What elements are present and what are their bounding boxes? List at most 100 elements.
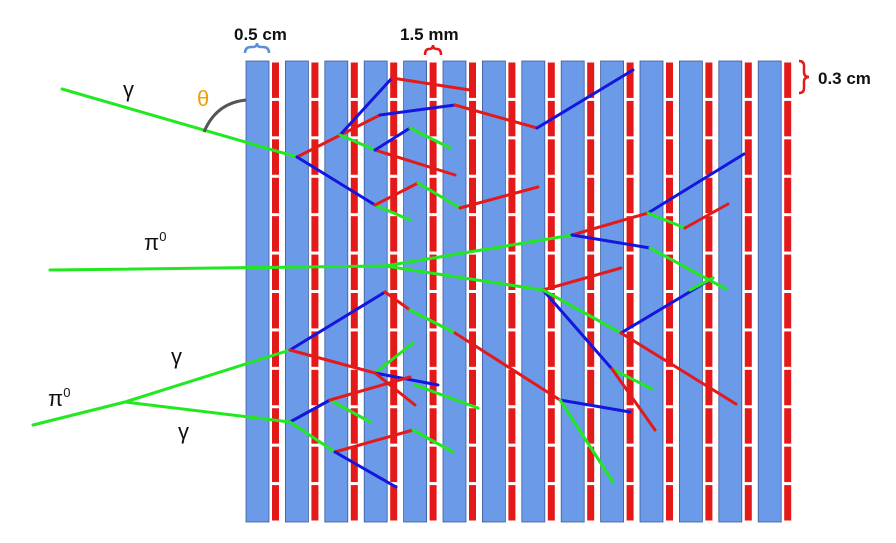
sensor-strip xyxy=(390,485,398,521)
absorber-plate xyxy=(284,60,309,523)
sensor-strip xyxy=(626,446,634,483)
sensor-strip xyxy=(626,485,634,521)
sensor-strip xyxy=(547,485,555,521)
plate-thickness-label: 0.5 cm xyxy=(234,25,287,44)
photon-track xyxy=(610,367,654,391)
sensor-strip xyxy=(508,446,516,483)
absorber-plate xyxy=(403,60,428,523)
theta-label: θ xyxy=(197,86,209,111)
sensor-strip xyxy=(469,100,476,137)
strip-length-brace xyxy=(798,59,810,95)
sensor-strip xyxy=(311,331,319,367)
sensor-strip xyxy=(626,216,634,252)
sensor-strip xyxy=(666,62,673,98)
sensor-strip xyxy=(429,485,437,521)
sensor-strip xyxy=(587,254,595,290)
sensor-strip xyxy=(469,293,476,329)
sensor-strip xyxy=(390,62,398,98)
photon-track xyxy=(413,383,480,410)
positron-track xyxy=(295,155,377,207)
sensor-strip xyxy=(705,293,713,329)
sensor-strip xyxy=(429,408,437,444)
sensor-strip xyxy=(429,331,437,367)
sensor-strip xyxy=(666,485,673,521)
photon-track xyxy=(648,246,728,291)
sensor-strip xyxy=(311,408,319,444)
sensor-strip xyxy=(705,62,713,98)
sensor-strip xyxy=(705,254,713,290)
sensor-strip xyxy=(626,177,634,214)
sensor-strip xyxy=(784,446,792,483)
sensor-strip xyxy=(626,331,634,367)
sensor-strip xyxy=(272,408,279,444)
sensor-strip xyxy=(469,139,476,175)
sensor-strip xyxy=(547,293,555,329)
sensor-strip xyxy=(508,216,516,252)
photon-track xyxy=(383,233,574,268)
sensor-strip xyxy=(390,293,398,329)
absorber-plate xyxy=(481,60,506,523)
sensor-strip xyxy=(587,100,595,137)
pi0-low-label: π0 xyxy=(48,385,70,411)
sensor-strip xyxy=(744,139,752,175)
photon-track xyxy=(373,341,415,375)
sensor-strip xyxy=(587,408,595,444)
sensor-strip xyxy=(311,139,319,175)
sensor-strip xyxy=(744,408,752,444)
sensor-strip xyxy=(272,485,279,521)
absorber-plate xyxy=(560,60,585,523)
sensor-strip xyxy=(272,139,279,175)
sensor-strip xyxy=(784,177,792,214)
sensor-strip xyxy=(666,331,673,367)
sensor-strip xyxy=(666,100,673,137)
sensor-strip xyxy=(429,62,437,98)
sensor-strip xyxy=(350,408,358,444)
positron-track xyxy=(338,76,394,137)
sensor-strip xyxy=(784,369,792,406)
sensor-strip xyxy=(744,177,752,214)
sensor-strip xyxy=(744,254,752,290)
strip-width-brace xyxy=(423,44,443,56)
photon-track xyxy=(373,203,412,222)
sensor-strip xyxy=(272,216,279,252)
absorber-plate xyxy=(718,60,743,523)
electron-track xyxy=(333,428,415,454)
sensor-strip xyxy=(272,446,279,483)
sensor-strip xyxy=(626,254,634,290)
photon-track xyxy=(48,264,387,272)
sensor-strip xyxy=(666,293,673,329)
positron-track xyxy=(288,290,387,352)
positron-track xyxy=(541,288,614,371)
sensor-strip xyxy=(350,216,358,252)
sensor-strip xyxy=(744,100,752,137)
sensor-strip xyxy=(784,216,792,252)
photon-track xyxy=(411,428,455,454)
positron-track xyxy=(535,68,635,130)
sensor-strip xyxy=(744,369,752,406)
sensor-strip xyxy=(311,62,319,98)
sensor-strip xyxy=(784,254,792,290)
electron-track xyxy=(453,103,539,130)
sensor-strip xyxy=(350,254,358,290)
sensor-strip xyxy=(666,408,673,444)
sensor-strip xyxy=(350,177,358,214)
sensor-strip xyxy=(744,485,752,521)
sensor-strip xyxy=(744,331,752,367)
positron-track xyxy=(558,398,632,414)
sensor-strip xyxy=(744,216,752,252)
positron-track xyxy=(373,126,412,152)
sensor-strip xyxy=(311,485,319,521)
sensor-strip xyxy=(744,446,752,483)
sensor-strip xyxy=(311,100,319,137)
shower-tracks xyxy=(31,68,746,489)
sensor-strip xyxy=(666,177,673,214)
photon-track xyxy=(328,398,372,424)
sensor-strip xyxy=(390,446,398,483)
sensor-strip xyxy=(350,331,358,367)
sensor-strip xyxy=(587,369,595,406)
sensor-strip xyxy=(587,293,595,329)
sensor-strip xyxy=(390,331,398,367)
sensor-strip xyxy=(469,369,476,406)
positron-track xyxy=(288,398,332,424)
sensor-strip xyxy=(587,62,595,98)
